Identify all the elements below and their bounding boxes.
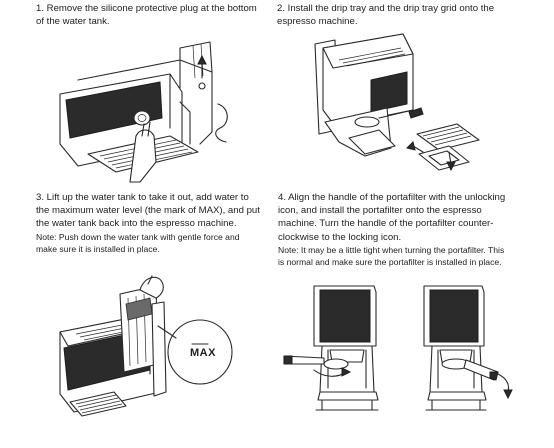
step-3-line-3: the water tank back into the espresso ma… [36,218,237,230]
step-2: 2. Install the drip tray and the drip tr… [277,2,547,28]
step-1-illustration [30,32,270,187]
step-3-note-line-2: make sure it is installed in place. [36,244,160,255]
step-3-line-1: 3. Lift up the water tank to take it out… [36,192,249,203]
step-4-line-3: machine. Turn the handle of the portafil… [278,218,494,230]
step-2-line-1: 2. Install the drip tray and the drip tr… [277,3,495,14]
step-1-line-2: of the water tank. [36,16,110,28]
step-4-line-2: icon, and install the portafilter onto t… [278,205,482,217]
machine-unlocked [283,285,379,411]
step-4: 4. Align the handle of the portafilter w… [278,191,550,269]
step-4-line-4: clockwise to the locking icon. [278,231,402,243]
step-4-note-line-2: is normal and make sure the portafilter … [278,257,502,268]
machine-locked [423,285,513,411]
max-label-text: MAX [190,347,216,359]
step-1: 1. Remove the silicone protective plug a… [36,2,276,28]
step-3-note-line-1: Note: Push down the water tank with gent… [36,231,240,242]
step-3-illustration [40,274,240,444]
step-4-illustration [280,280,540,445]
step-2-illustration [295,30,495,190]
step-2-line-2: espresso machine. [277,16,358,28]
step-1-line-1: 1. Remove the silicone protective plug a… [36,3,257,14]
step-4-line-1: 4. Align the handle of the portafilter w… [278,192,506,203]
step-4-note-line-1: Note: It may be a little tight when turn… [278,244,505,255]
step-3: 3. Lift up the water tank to take it out… [36,191,276,255]
step-3-line-2: the maximum water level (the mark of MAX… [36,205,260,217]
max-label: MAX [190,347,216,359]
